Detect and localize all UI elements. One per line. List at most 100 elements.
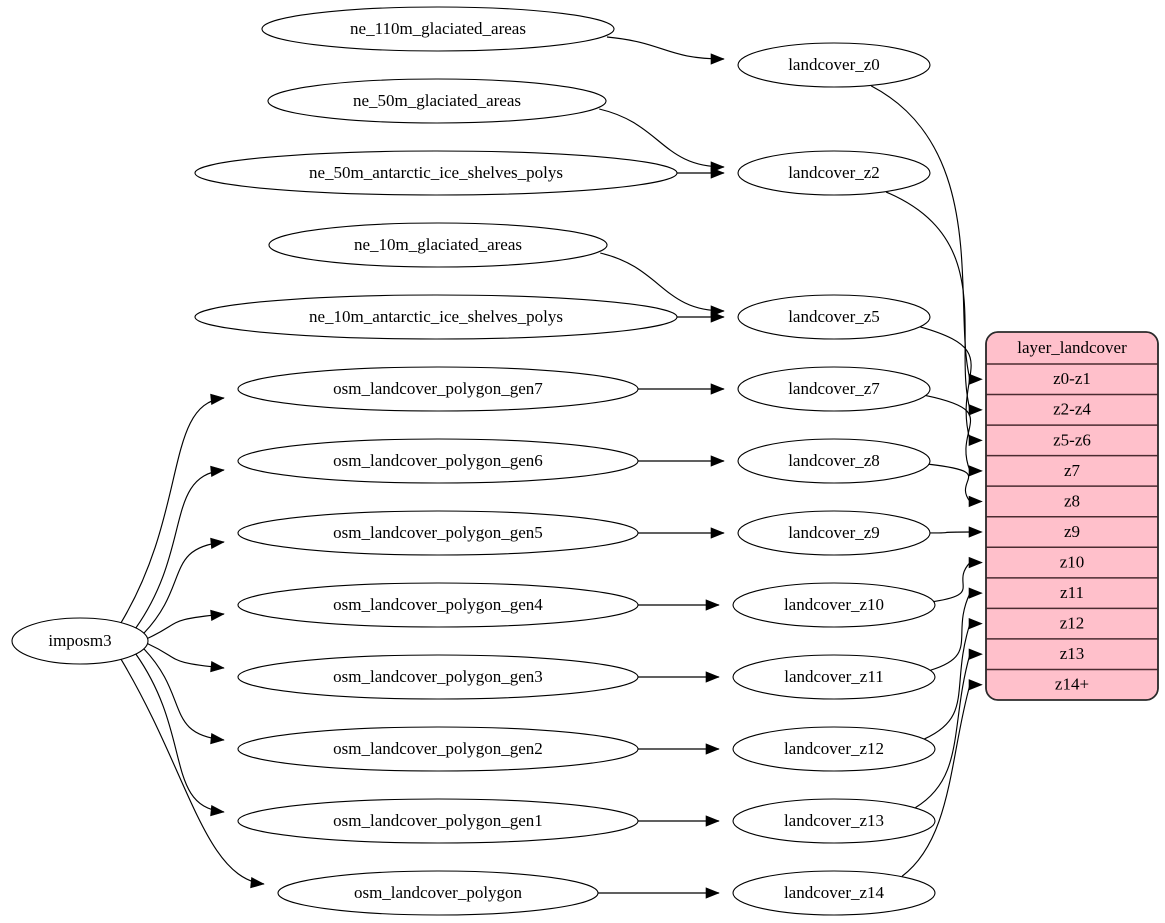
- edge-arrowhead: [710, 167, 725, 179]
- node-ellipse-ne_50m_antarctic_ice_shelves_polys: [194, 150, 678, 196]
- edge-landcover_z13-row9: [915, 654, 971, 809]
- node-landcover_z10[interactable]: landcover_z10: [732, 582, 936, 628]
- node-ne_10m_glaciated_areas[interactable]: ne_10m_glaciated_areas: [268, 222, 608, 268]
- node-osm_landcover_polygon_gen3[interactable]: osm_landcover_polygon_gen3: [237, 654, 639, 700]
- edge-arrowhead: [210, 609, 225, 621]
- node-osm_landcover_polygon_gen5[interactable]: osm_landcover_polygon_gen5: [237, 510, 639, 556]
- edge-arrowhead: [968, 526, 983, 538]
- node-landcover_z14[interactable]: landcover_z14: [732, 870, 936, 916]
- node-landcover_z11[interactable]: landcover_z11: [732, 654, 936, 700]
- edge-imposm3-osm_landcover_polygon_gen2: [143, 648, 225, 741]
- edge-arrowhead: [968, 679, 983, 691]
- edge-landcover_z8-row4: [928, 463, 971, 502]
- node-ellipse-landcover_z12: [732, 726, 936, 772]
- edge-imposm3-osm_landcover_polygon_gen4: [147, 613, 225, 639]
- edges-layer: [120, 36, 983, 899]
- edge-arrowhead: [705, 887, 720, 899]
- node-osm_landcover_polygon_gen2[interactable]: osm_landcover_polygon_gen2: [237, 726, 639, 772]
- edge-arrowhead: [968, 556, 983, 569]
- edge-arrowhead: [210, 805, 225, 817]
- node-landcover_z13[interactable]: landcover_z13: [732, 798, 936, 844]
- node-osm_landcover_polygon_gen7[interactable]: osm_landcover_polygon_gen7: [237, 366, 639, 412]
- edge-landcover_z2-row1: [885, 191, 971, 410]
- edge-arrowhead: [210, 393, 225, 405]
- edge-arrowhead: [250, 877, 265, 889]
- edge-arrowhead: [710, 383, 725, 395]
- node-osm_landcover_polygon_gen4[interactable]: osm_landcover_polygon_gen4: [237, 582, 639, 628]
- edge-arrowhead: [705, 599, 720, 611]
- edge-arrowhead: [968, 465, 983, 477]
- node-ne_50m_antarctic_ice_shelves_polys[interactable]: ne_50m_antarctic_ice_shelves_polys: [194, 150, 678, 196]
- edge-landcover_z7-row3: [925, 395, 972, 472]
- edge-landcover_z14-row10: [901, 684, 971, 877]
- edge-imposm3-osm_landcover_polygon: [120, 659, 265, 885]
- node-ellipse-osm_landcover_polygon_gen6: [237, 438, 639, 484]
- node-ne_10m_antarctic_ice_shelves_polys[interactable]: ne_10m_antarctic_ice_shelves_polys: [194, 294, 678, 340]
- node-osm_landcover_polygon[interactable]: osm_landcover_polygon: [277, 870, 599, 916]
- node-ellipse-osm_landcover_polygon_gen7: [237, 366, 639, 412]
- node-ellipse-ne_10m_antarctic_ice_shelves_polys: [194, 294, 678, 340]
- edge-arrowhead: [968, 587, 983, 599]
- node-landcover_z9[interactable]: landcover_z9: [737, 510, 931, 556]
- node-osm_landcover_polygon_gen6[interactable]: osm_landcover_polygon_gen6: [237, 438, 639, 484]
- edge-arrowhead: [968, 373, 983, 385]
- layer-landcover-table[interactable]: layer_landcoverz0-z1z2-z4z5-z6z7z8z9z10z…: [985, 331, 1159, 701]
- edge-arrowhead: [968, 495, 983, 508]
- node-ellipse-landcover_z7: [737, 366, 931, 412]
- node-landcover_z8[interactable]: landcover_z8: [737, 438, 931, 484]
- edge-arrowhead: [705, 671, 720, 683]
- node-ellipse-landcover_z11: [732, 654, 936, 700]
- edge-landcover_z5-row2: [920, 326, 972, 441]
- node-ne_110m_glaciated_areas[interactable]: ne_110m_glaciated_areas: [261, 6, 615, 52]
- nodes-layer: imposm3 ne_110m_glaciated_areas ne_50m_gla…: [11, 6, 936, 916]
- edge-arrowhead: [210, 465, 225, 477]
- node-ellipse-landcover_z10: [732, 582, 936, 628]
- node-ellipse-osm_landcover_polygon_gen3: [237, 654, 639, 700]
- node-ellipse-ne_110m_glaciated_areas: [261, 6, 615, 52]
- node-ellipse-osm_landcover_polygon_gen5: [237, 510, 639, 556]
- node-ellipse-landcover_z5: [737, 294, 931, 340]
- node-ellipse-landcover_z8: [737, 438, 931, 484]
- node-ellipse-landcover_z2: [737, 150, 931, 196]
- edge-arrowhead: [705, 815, 720, 827]
- edge-landcover_z11-row7: [930, 592, 971, 671]
- node-ellipse-ne_50m_glaciated_areas: [267, 78, 607, 124]
- edge-arrowhead: [210, 537, 225, 549]
- edge-arrowhead: [968, 648, 983, 660]
- node-landcover_z2[interactable]: landcover_z2: [737, 150, 931, 196]
- edge-imposm3-osm_landcover_polygon_gen7: [120, 397, 225, 623]
- edge-imposm3-osm_landcover_polygon_gen1: [135, 653, 225, 813]
- edge-ne_10m_glaciated_areas-landcover_z5: [600, 252, 725, 312]
- node-landcover_z5[interactable]: landcover_z5: [737, 294, 931, 340]
- node-ellipse-landcover_z9: [737, 510, 931, 556]
- node-ellipse-osm_landcover_polygon: [277, 870, 599, 916]
- edge-arrowhead: [968, 617, 983, 630]
- edge-ne_110m_glaciated_areas-landcover_z0: [606, 36, 725, 60]
- node-landcover_z7[interactable]: landcover_z7: [737, 366, 931, 412]
- node-ellipse-imposm3: [11, 617, 149, 665]
- node-ellipse-landcover_z13: [732, 798, 936, 844]
- edge-imposm3-osm_landcover_polygon_gen6: [135, 469, 225, 629]
- node-ellipse-osm_landcover_polygon_gen4: [237, 582, 639, 628]
- table-border: [985, 331, 1159, 701]
- edge-imposm3-osm_landcover_polygon_gen5: [143, 541, 225, 634]
- node-ellipse-osm_landcover_polygon_gen1: [237, 798, 639, 844]
- node-ellipse-ne_10m_glaciated_areas: [268, 222, 608, 268]
- node-landcover_z0[interactable]: landcover_z0: [737, 42, 931, 88]
- edge-arrowhead: [710, 527, 725, 539]
- node-ellipse-landcover_z0: [737, 42, 931, 88]
- edge-arrowhead: [710, 53, 725, 65]
- node-osm_landcover_polygon_gen1[interactable]: osm_landcover_polygon_gen1: [237, 798, 639, 844]
- edge-arrowhead: [210, 733, 225, 745]
- edge-arrowhead: [710, 311, 725, 323]
- node-ellipse-landcover_z14: [732, 870, 936, 916]
- node-ne_50m_glaciated_areas[interactable]: ne_50m_glaciated_areas: [267, 78, 607, 124]
- edge-arrowhead: [705, 743, 720, 755]
- edge-arrowhead: [968, 434, 983, 447]
- node-landcover_z12[interactable]: landcover_z12: [732, 726, 936, 772]
- edge-landcover_z9-row5: [929, 531, 971, 534]
- edge-arrowhead: [710, 455, 725, 467]
- node-imposm3[interactable]: imposm3: [11, 617, 149, 665]
- edge-ne_50m_glaciated_areas-landcover_z2: [599, 108, 725, 168]
